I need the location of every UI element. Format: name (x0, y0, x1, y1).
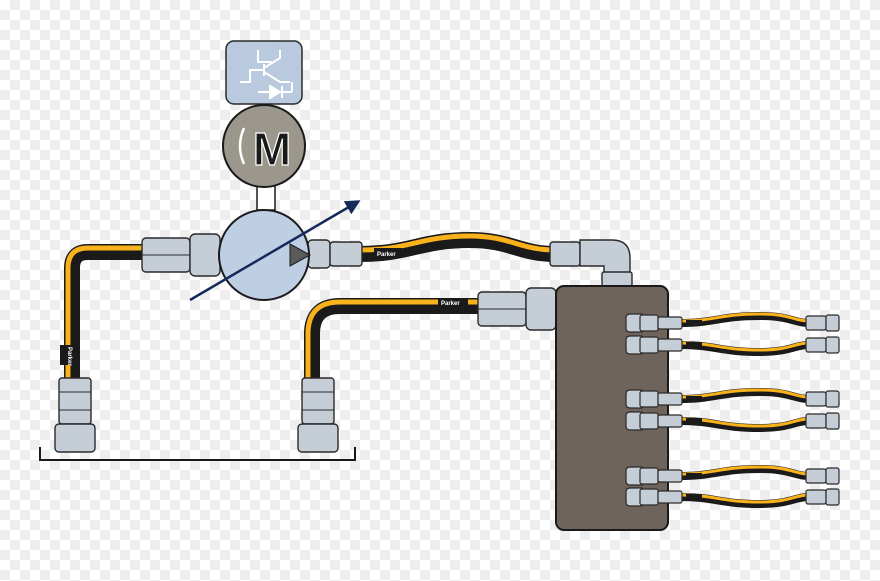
outlet-hose-6 (625, 487, 840, 509)
pump-inlet-fitting (141, 233, 221, 277)
electric-motor-icon: M (222, 104, 306, 211)
pressure-hose: Parker (359, 232, 556, 262)
outlet-hose-5 (625, 464, 840, 486)
outlet-hose-1 (625, 311, 840, 333)
reservoir-tank-icon (39, 447, 356, 461)
manifold-inlet-elbow (549, 239, 633, 287)
variable-arrow-icon (189, 200, 361, 302)
manifold-return-fitting (477, 287, 557, 331)
suction-fitting-left (54, 377, 96, 453)
outlet-hose-3 (625, 387, 840, 409)
suction-hose: Parker (60, 244, 145, 380)
manifold-outlet-ports (625, 311, 840, 509)
variable-displacement-pump-icon (189, 200, 361, 302)
hose-stripe (65, 245, 145, 380)
pump-outlet-fitting (307, 239, 363, 269)
hose-brand-label: Parker (377, 252, 396, 258)
outlet-hose-4 (625, 411, 840, 433)
hose-brand-label: Parker (66, 347, 72, 366)
motor-label: M (253, 123, 291, 175)
outlet-hose-2 (625, 335, 840, 357)
return-hose: Parker (304, 298, 480, 380)
hose-brand-label: Parker (441, 301, 460, 307)
vfd-igbt-icon (225, 40, 303, 105)
return-fitting-tank (297, 377, 339, 453)
